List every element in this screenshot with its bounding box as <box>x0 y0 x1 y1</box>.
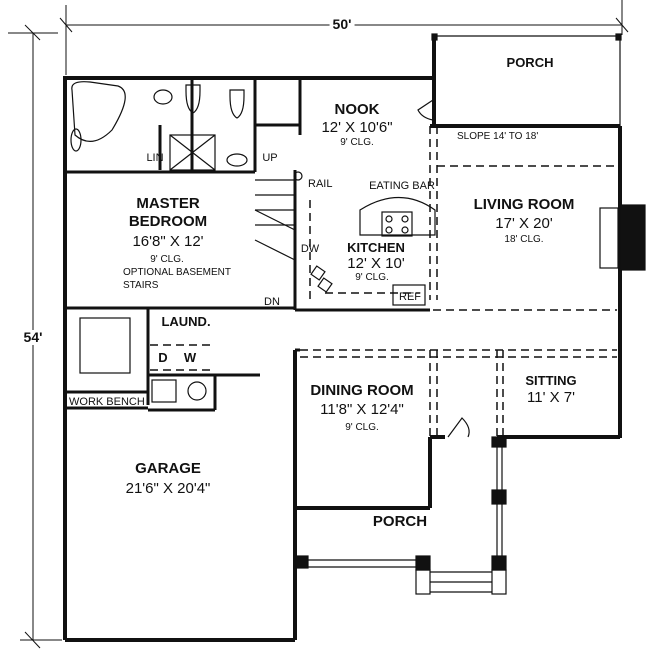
fixtures <box>70 81 646 595</box>
interior-walls <box>65 78 430 412</box>
living-room-ceiling: 18' CLG. <box>504 234 544 245</box>
exterior-walls <box>63 36 622 642</box>
washer-label: W <box>183 350 197 365</box>
basement-stairs-note-2: STAIRS <box>123 280 159 291</box>
work-bench-label: WORK BENCH <box>69 396 145 408</box>
dishwasher-label: DW <box>300 243 320 255</box>
master-bedroom-name-1: MASTER <box>136 195 200 212</box>
front-porch-label: PORCH <box>372 513 428 530</box>
rear-porch-outline <box>431 33 622 126</box>
master-bedroom-name-2: BEDROOM <box>128 213 208 230</box>
eating-bar-label: EATING BAR <box>369 180 435 192</box>
basement-stairs-note-1: OPTIONAL BASEMENT <box>123 267 231 278</box>
living-room-size: 17' X 20' <box>495 215 553 232</box>
nook-size: 12' X 10'6" <box>321 119 393 136</box>
overall-width-label: 50' <box>329 16 355 33</box>
master-bedroom-size: 16'8" X 12' <box>132 233 204 250</box>
living-slope-note: SLOPE 14' TO 18' <box>457 131 539 142</box>
kitchen-ceiling: 9' CLG. <box>355 272 389 283</box>
dining-room-size: 11'8" X 12'4" <box>320 401 404 418</box>
dining-room-name: DINING ROOM <box>310 382 414 399</box>
stairs-down-label: DN <box>264 296 280 308</box>
garage-name: GARAGE <box>135 460 201 477</box>
stairs-up-label: UP <box>262 152 278 164</box>
dining-room-ceiling: 9' CLG. <box>345 422 379 433</box>
sitting-size: 11' X 7' <box>527 389 575 406</box>
refrigerator-label: REF <box>399 291 421 303</box>
garage-size: 21'6" X 20'4" <box>125 480 211 497</box>
living-room-name: LIVING ROOM <box>473 196 575 213</box>
overall-depth-label: 54' <box>20 329 46 346</box>
linen-closet-label: LIN <box>146 152 164 164</box>
master-bedroom-ceiling: 9' CLG. <box>150 254 184 265</box>
dimension-lines <box>8 0 629 649</box>
dryer-label: D <box>158 350 168 365</box>
laundry-name: LAUND. <box>161 314 211 329</box>
dashed-openings <box>150 126 617 437</box>
kitchen-size: 12' X 10' <box>347 255 405 272</box>
kitchen-name: KITCHEN <box>347 240 405 255</box>
rear-porch-label: PORCH <box>506 55 554 70</box>
rail-label: RAIL <box>308 178 333 190</box>
nook-ceiling: 9' CLG. <box>340 137 374 148</box>
nook-name: NOOK <box>334 101 380 118</box>
sitting-name: SITTING <box>525 373 577 388</box>
